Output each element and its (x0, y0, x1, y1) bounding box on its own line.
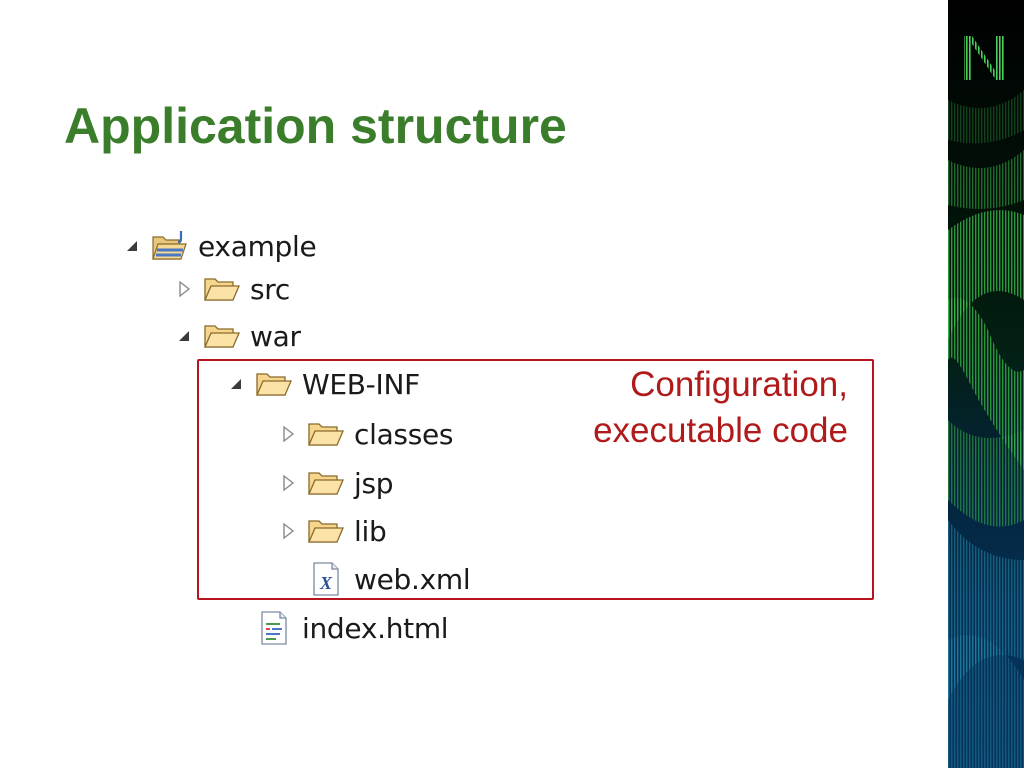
tree-label: WEB-INF (302, 367, 420, 401)
folder-icon (254, 366, 294, 402)
tree-label: war (250, 319, 301, 353)
folder-icon (202, 318, 242, 354)
expanded-arrow-icon[interactable] (172, 316, 196, 356)
tree-row-web-inf[interactable]: WEB-INF (224, 364, 420, 404)
expanded-arrow-icon[interactable] (224, 364, 248, 404)
tree-label: lib (354, 514, 387, 548)
collapsed-arrow-icon[interactable] (276, 463, 300, 503)
html-file-icon (254, 610, 294, 646)
collapsed-arrow-icon[interactable] (276, 414, 300, 454)
tree-label: web.xml (354, 562, 471, 596)
callout-line: executable code (593, 411, 848, 450)
project-tree: example src (120, 226, 471, 648)
callout-line: Configuration, (630, 365, 848, 404)
folder-icon (306, 465, 346, 501)
folder-icon (202, 271, 242, 307)
tree-row-web-xml[interactable]: X web.xml (276, 559, 471, 599)
expanded-arrow-icon[interactable] (120, 226, 144, 266)
callout-text: Configuration, executable code (593, 362, 848, 454)
collapsed-arrow-icon[interactable] (172, 269, 196, 309)
tree-label: src (250, 272, 290, 306)
xml-file-icon: X (306, 561, 346, 597)
tree-row-lib[interactable]: lib (276, 511, 387, 551)
folder-icon (306, 416, 346, 452)
tree-row-src[interactable]: src (172, 269, 290, 309)
tree-label: jsp (354, 466, 394, 500)
tree-label: index.html (302, 611, 449, 645)
folder-icon (306, 513, 346, 549)
wave-pattern-icon (948, 90, 1024, 768)
project-folder-icon (150, 228, 190, 264)
tree-label: classes (354, 417, 454, 451)
tree-row-classes[interactable]: classes (276, 414, 454, 454)
tree-row-example[interactable]: example (120, 226, 317, 266)
tree-row-index-html[interactable]: index.html (224, 608, 449, 648)
tree-row-jsp[interactable]: jsp (276, 463, 394, 503)
collapsed-arrow-icon[interactable] (276, 511, 300, 551)
logo-icon (960, 30, 1008, 86)
tree-row-war[interactable]: war (172, 316, 301, 356)
highlight-box (197, 359, 874, 600)
decorative-side-band (948, 0, 1024, 768)
tree-label: example (198, 229, 317, 263)
svg-text:X: X (319, 573, 333, 593)
slide-title: Application structure (64, 98, 567, 154)
